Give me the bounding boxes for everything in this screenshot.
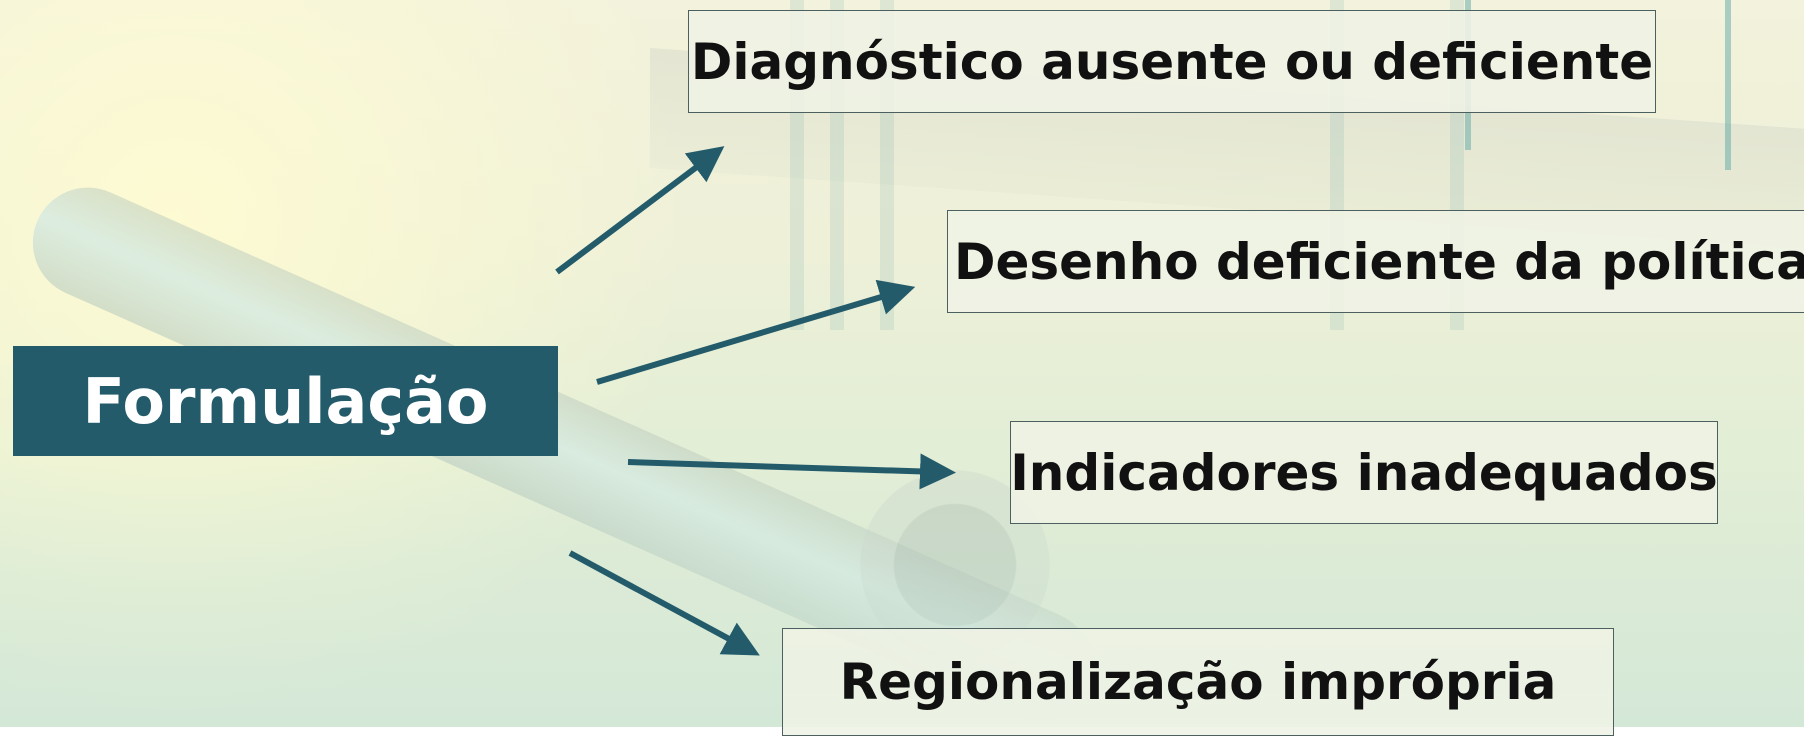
- background-railing: [1725, 0, 1731, 170]
- main-node-formulacao: Formulação: [13, 346, 558, 456]
- arrow-to-item-4: [568, 550, 760, 656]
- main-node-label: Formulação: [82, 364, 489, 438]
- arrow-to-item-2: [596, 279, 916, 385]
- item-label: Diagnóstico ausente ou deficiente: [690, 32, 1654, 91]
- arrow-to-item-3: [627, 453, 956, 490]
- item-node-diagnostico: Diagnóstico ausente ou deficiente: [688, 10, 1656, 113]
- item-label: Regionalização imprópria: [839, 653, 1557, 711]
- arrow-to-item-1: [555, 146, 725, 275]
- item-node-indicadores: Indicadores inadequados: [1010, 421, 1718, 524]
- item-node-regionalizacao: Regionalização imprópria: [782, 628, 1614, 736]
- item-node-desenho: Desenho deficiente da política: [947, 210, 1804, 313]
- item-label: Indicadores inadequados: [1010, 443, 1718, 502]
- item-label: Desenho deficiente da política: [953, 232, 1804, 291]
